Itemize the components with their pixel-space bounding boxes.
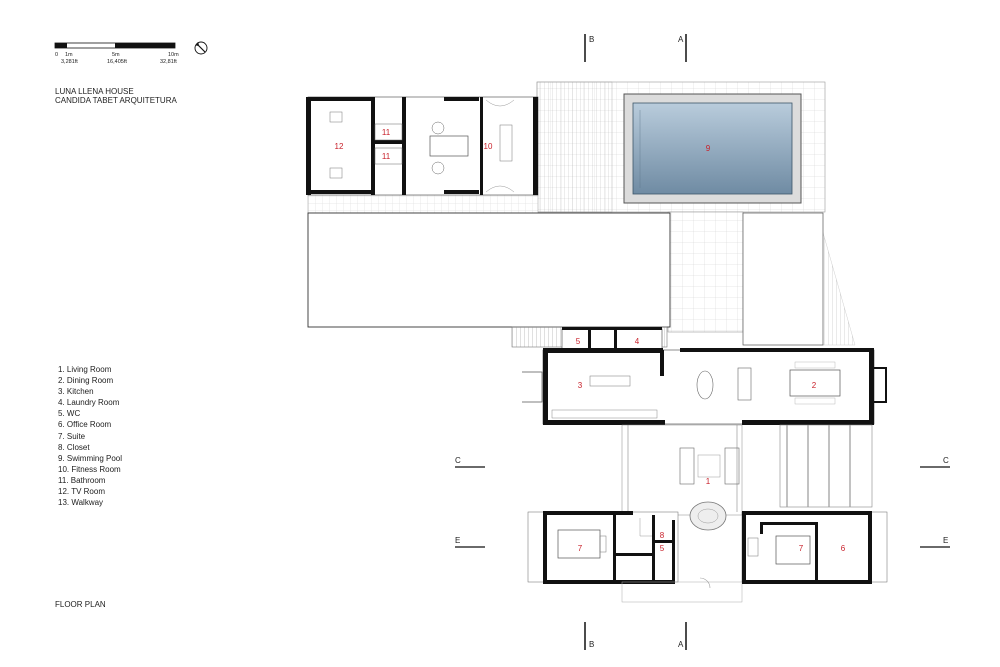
left-bedroom-wing: 7 8 5: [527, 511, 743, 603]
legend-item: 13. Walkway: [58, 498, 104, 508]
scale-label-m: 0: [55, 52, 58, 58]
scale-label-m: 1m: [65, 52, 73, 58]
room-number-bathroom: 11: [382, 128, 391, 137]
section-marker-c: C: [455, 456, 461, 465]
room-number-closet: 8: [660, 531, 665, 540]
legend-item: 5. WC: [58, 409, 81, 419]
scale-label-m: 10m: [168, 52, 179, 58]
section-marker-c: C: [943, 456, 949, 465]
scale-label-ft: 32,81ft: [160, 59, 177, 65]
legend-item: 4. Laundry Room: [58, 398, 120, 408]
legend-item: 10. Fitness Room: [58, 464, 121, 474]
room-legend: 1. Living Room 2. Dining Room 3. Kitchen…: [58, 364, 122, 508]
room-number-suite: 7: [799, 544, 804, 553]
section-marker-e: E: [455, 536, 460, 545]
legend-item: 1. Living Room: [58, 365, 112, 374]
section-markers: B A B A C C E E: [455, 34, 950, 650]
living-area: 1: [621, 424, 873, 531]
legend-item: 12. TV Room: [58, 487, 105, 497]
scale-bar: 0 1m 5m 10m 3,281ft 16,405ft 32,81ft: [54, 42, 179, 65]
scale-label-m: 5m: [112, 52, 120, 58]
section-marker-a: A: [678, 35, 684, 44]
room-number-kitchen: 3: [578, 381, 583, 390]
legend-item: 3. Kitchen: [58, 387, 94, 397]
room-number-laundry: 4: [635, 337, 640, 346]
room-number-bathroom: 11: [382, 152, 391, 161]
legend-item: 2. Dining Room: [58, 376, 114, 386]
north-arrow-icon: [194, 41, 208, 55]
room-number-tv-room: 12: [335, 142, 344, 151]
floor-plan-label: FLOOR PLAN: [55, 600, 106, 609]
legend-item: 11. Bathroom: [58, 475, 106, 485]
legend-item: 7. Suite: [58, 431, 86, 441]
right-bedroom-wing: 7 6: [741, 511, 888, 584]
room-number-suite: 7: [578, 544, 583, 553]
main-wing: 3 2: [522, 348, 887, 425]
scale-label-ft: 3,281ft: [61, 59, 78, 65]
legend-item: 8. Closet: [58, 442, 90, 452]
service-block: 5 4: [561, 327, 663, 350]
section-marker-e: E: [943, 536, 948, 545]
top-pavilion: 12 11 11 10: [306, 96, 539, 196]
room-number-living: 1: [706, 477, 711, 486]
room-number-pool: 9: [706, 144, 711, 153]
deck-block: [742, 212, 824, 346]
project-architect: CANDIDA TABET ARQUITETURA: [55, 96, 177, 105]
walkway-slab: [307, 212, 671, 328]
scale-label-ft: 16,405ft: [107, 59, 127, 65]
section-marker-b: B: [589, 640, 594, 649]
section-marker-b: B: [589, 35, 594, 44]
room-number-dining: 2: [812, 381, 817, 390]
legend-item: 6. Office Room: [58, 420, 112, 430]
room-number-wc: 5: [660, 544, 665, 553]
room-number-fitness: 10: [484, 142, 493, 151]
swimming-pool: 9: [623, 93, 802, 204]
room-number-wc: 5: [576, 337, 581, 346]
project-title: LUNA LLENA HOUSE: [55, 87, 134, 96]
room-number-office: 6: [841, 544, 846, 553]
legend-item: 9. Swimming Pool: [58, 453, 123, 463]
section-marker-a: A: [678, 640, 684, 649]
